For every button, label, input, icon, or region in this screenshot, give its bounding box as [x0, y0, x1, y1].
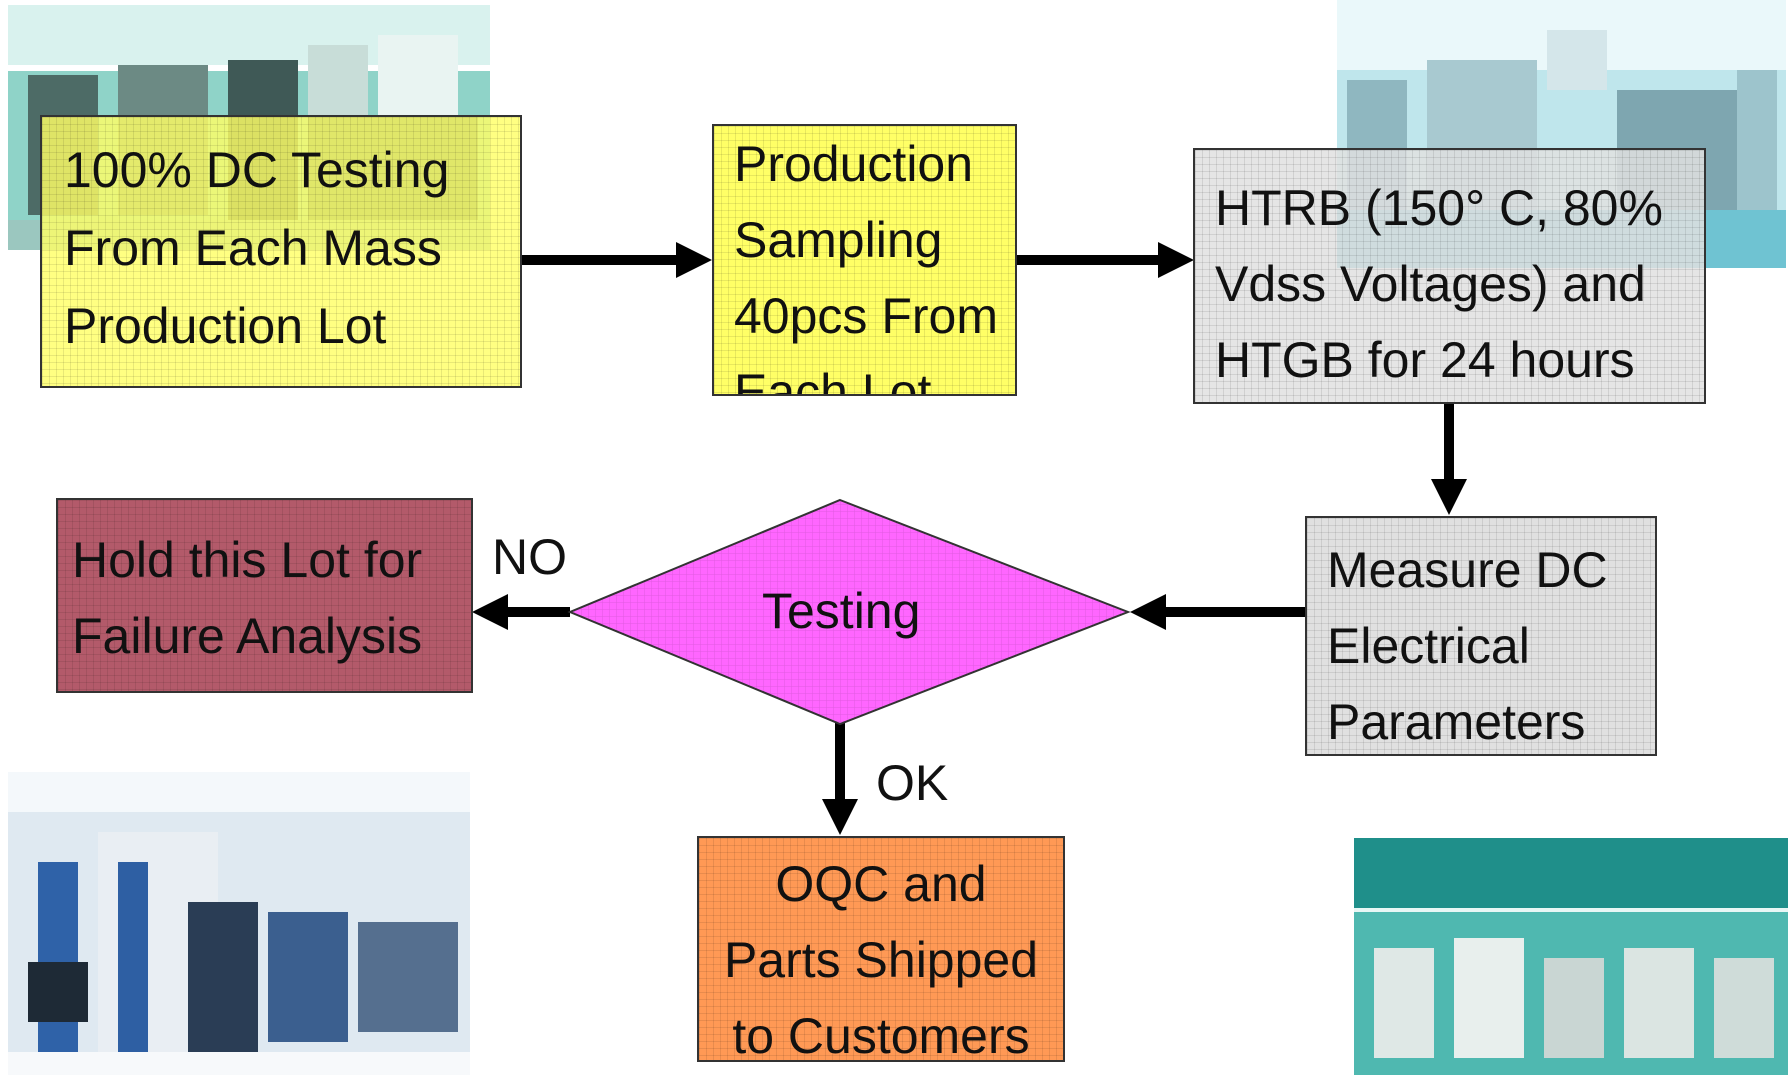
- factory-photo-bottom-right: [1354, 838, 1788, 1075]
- step-measure-line-3: Parameters: [1327, 694, 1586, 750]
- branch-no-label: NO: [492, 529, 567, 585]
- testing-diamond-grid: [570, 500, 1128, 724]
- arrowhead-testing-to-oqc: [822, 799, 858, 835]
- step-oqc-line-1: OQC and: [775, 856, 987, 912]
- step-htrb-line-3: HTGB for 24 hours: [1215, 332, 1635, 388]
- arrowhead-testing-to-hold: [472, 594, 508, 630]
- step-measure-line-2: Electrical: [1327, 618, 1530, 674]
- step-dc-testing: 100% DC Testing From Each Mass Productio…: [40, 115, 522, 388]
- step-dc-testing-line-3: Production Lot: [64, 298, 387, 354]
- step-sampling-line-4: Each Lot: [734, 364, 932, 396]
- arrowhead-dc-to-sampling: [676, 242, 712, 278]
- step-htrb-line-1: HTRB (150° C, 80%: [1215, 180, 1663, 236]
- arrowhead-measure-to-testing: [1130, 594, 1166, 630]
- step-measure: Measure DC Electrical Parameters: [1305, 516, 1657, 756]
- testing-label: Testing: [762, 583, 921, 639]
- arrowhead-sampling-to-htrb: [1158, 242, 1194, 278]
- step-dc-testing-line-1: 100% DC Testing: [64, 142, 450, 198]
- step-oqc: OQC and Parts Shipped to Customers: [697, 836, 1065, 1062]
- step-hold-line-2: Failure Analysis: [72, 608, 423, 664]
- step-oqc-line-3: to Customers: [732, 1008, 1030, 1062]
- step-sampling: Production Sampling 40pcs From Each Lot: [712, 124, 1017, 396]
- branch-ok-label: OK: [876, 755, 949, 811]
- factory-photo-top-right: [1337, 0, 1786, 268]
- step-htrb: HTRB (150° C, 80% Vdss Voltages) and HTG…: [1193, 148, 1706, 404]
- step-sampling-line-1: Production: [734, 136, 974, 192]
- step-sampling-line-2: Sampling: [734, 212, 943, 268]
- step-measure-line-1: Measure DC: [1327, 542, 1608, 598]
- step-hold-line-1: Hold this Lot for: [72, 532, 423, 588]
- arrowhead-htrb-to-measure: [1431, 479, 1467, 515]
- step-sampling-line-3: 40pcs From: [734, 288, 998, 344]
- step-dc-testing-line-2: From Each Mass: [64, 220, 442, 276]
- step-hold: Hold this Lot for Failure Analysis: [56, 498, 473, 693]
- step-oqc-line-2: Parts Shipped: [723, 932, 1039, 988]
- step-htrb-line-2: Vdss Voltages) and: [1215, 256, 1646, 312]
- factory-photo-bottom-left: [8, 772, 470, 1075]
